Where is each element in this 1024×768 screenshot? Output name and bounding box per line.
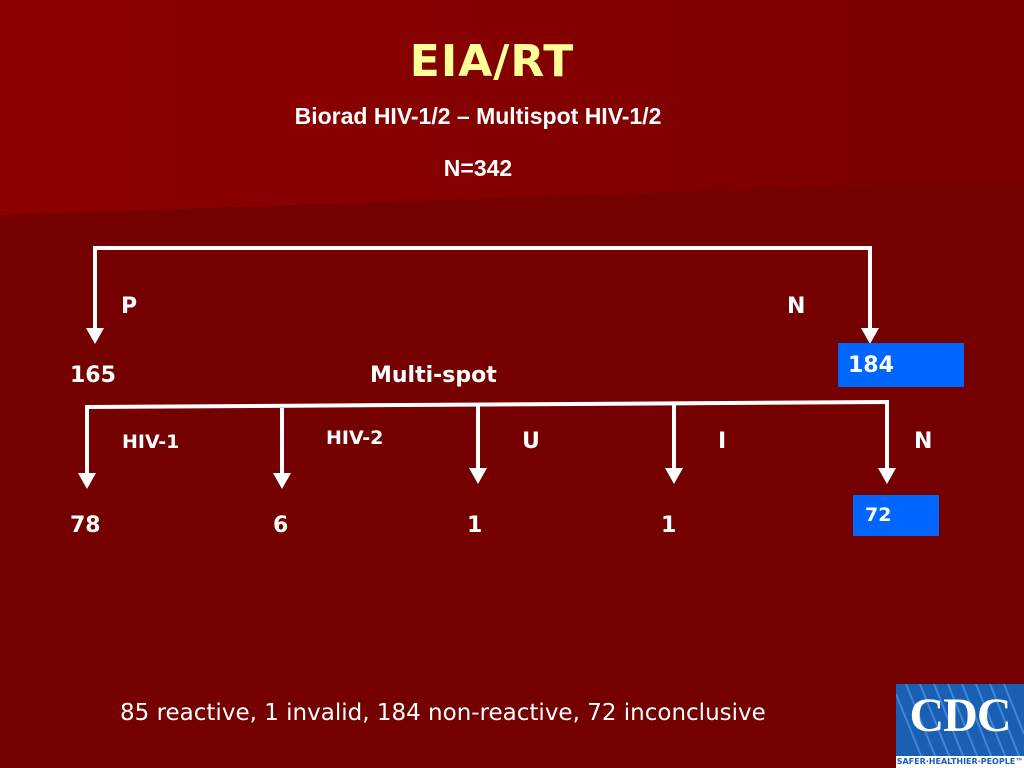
count-hiv2: 6 <box>273 513 289 538</box>
summary-footer: 85 reactive, 1 invalid, 184 non-reactive… <box>120 700 766 726</box>
arrowhead <box>86 328 104 344</box>
count-i: 1 <box>661 513 677 538</box>
count-n: 72 <box>865 504 892 526</box>
count-u: 1 <box>467 513 483 538</box>
slide-subtitle: Biorad HIV-1/2 – Multispot HIV-1/2 <box>294 103 662 129</box>
negative-count: 184 <box>848 353 894 378</box>
total-count: N=342 <box>443 155 513 181</box>
positive-label: P <box>121 294 138 319</box>
count-hiv1: 78 <box>70 513 101 538</box>
arrowhead <box>861 328 879 344</box>
branch-label-i: I <box>718 429 727 454</box>
multispot-bracket-line <box>84 399 890 410</box>
branch-label-hiv1: HIV-1 <box>122 431 180 453</box>
cdc-logo: CDC SAFER·HEALTHIER·PEOPLE™ <box>896 684 1024 768</box>
branch-label-n: N <box>914 429 933 454</box>
logo-stripes <box>896 684 1024 768</box>
logo-wordmark: CDC <box>909 689 1012 742</box>
arrowhead <box>878 468 896 484</box>
multispot-label: Multi-spot <box>370 363 497 388</box>
branch-label-u: U <box>522 429 540 454</box>
negative-label: N <box>787 294 806 319</box>
arrowhead <box>273 473 291 489</box>
arrowhead <box>665 468 683 484</box>
arrowhead <box>78 473 96 489</box>
arrowhead <box>469 468 487 484</box>
slide-title: EIA/RT <box>409 36 575 87</box>
count-n-box: 72 <box>853 495 939 536</box>
logo-tagline: SAFER·HEALTHIER·PEOPLE™ <box>896 757 1024 766</box>
branch-label-hiv2: HIV-2 <box>326 427 384 449</box>
negative-count-box: 184 <box>838 343 964 387</box>
positive-count: 165 <box>70 363 116 388</box>
